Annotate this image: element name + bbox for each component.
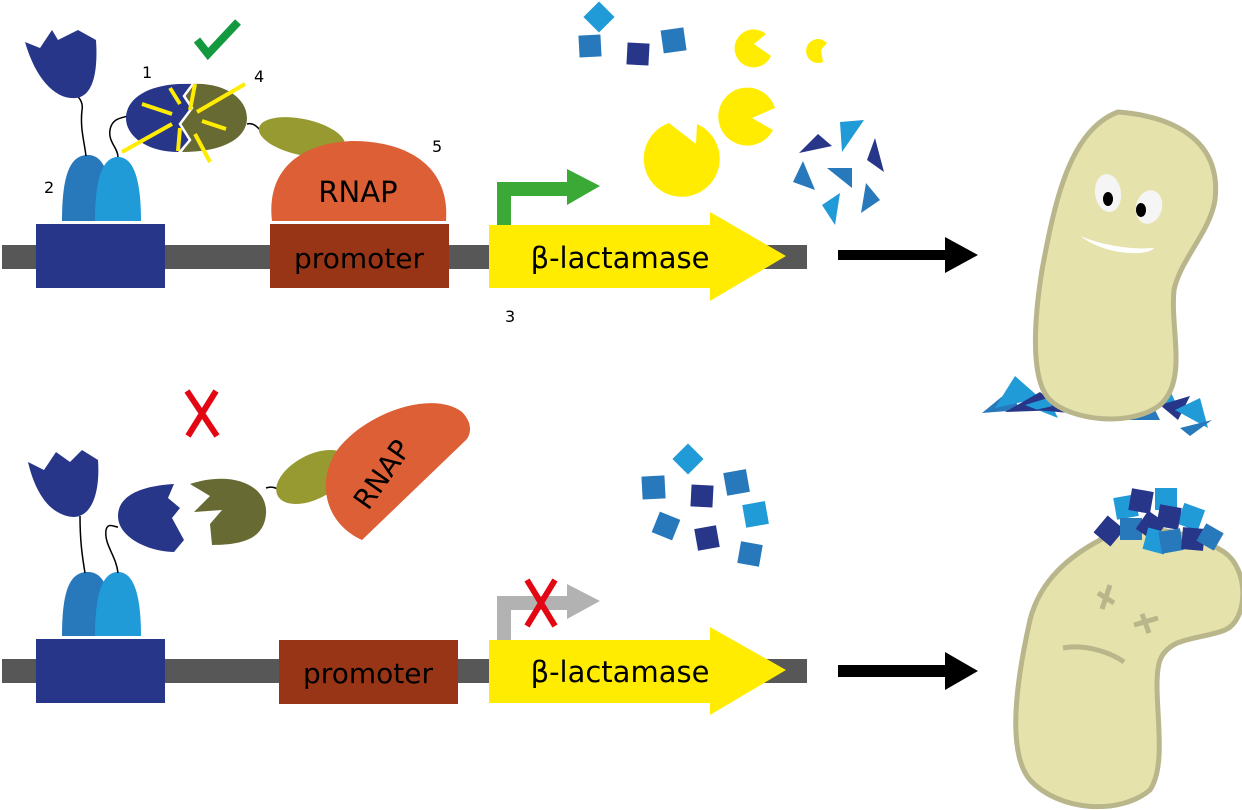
linker-1-bottom — [79, 515, 86, 574]
promoter-label-bottom: promoter — [303, 657, 433, 690]
enzyme-pacman — [734, 29, 771, 68]
happy-bacterium — [1033, 109, 1219, 422]
gene-arrow-bottom — [489, 627, 786, 715]
label-2: 2 — [44, 178, 54, 197]
label-3: 3 — [505, 307, 515, 326]
molecule-square — [583, 1, 615, 33]
label-1: 1 — [142, 63, 152, 82]
transcription-cross-icon — [524, 578, 558, 628]
receptor-domain-top — [25, 30, 97, 99]
molecule-square — [660, 27, 687, 54]
binding-domain-right-top — [95, 157, 141, 221]
linker-2-top — [109, 115, 129, 158]
rnap-bottom — [325, 403, 470, 540]
bottom-panel: RNAP promoter β-lactamase — [2, 389, 1242, 810]
promoter-bottom — [279, 640, 458, 704]
enzyme-pacman — [806, 39, 827, 64]
gene-label-bottom: β-lactamase — [531, 655, 710, 689]
fragment-triangle — [799, 134, 832, 153]
label-4: 4 — [254, 67, 264, 86]
checkmark-icon — [193, 19, 241, 61]
label-5: 5 — [432, 137, 442, 156]
promoter-top — [270, 224, 449, 288]
result-arrow-bottom — [838, 652, 978, 690]
cross-icon — [184, 389, 220, 438]
rnap-top — [271, 141, 447, 221]
dead-bacterium — [1013, 526, 1242, 810]
fragment-triangle — [822, 193, 840, 225]
antibiotic-pile-bottom — [1093, 488, 1224, 555]
bacterium-body-happy — [1033, 109, 1219, 422]
enzyme-pacman — [643, 123, 720, 197]
promoter-label-top: promoter — [294, 242, 424, 275]
dimer-complex — [121, 82, 263, 163]
gene-label-top: β-lactamase — [531, 241, 710, 275]
linker-2-bottom — [105, 524, 119, 574]
fragment-triangle — [867, 138, 884, 172]
transcription-arrow-active — [497, 169, 600, 228]
linker-1-top — [76, 95, 87, 157]
fragment-triangle — [840, 120, 864, 152]
frown — [1062, 644, 1126, 665]
fragment-triangle — [793, 161, 815, 190]
fragment-triangle — [827, 168, 852, 188]
smile — [1080, 236, 1154, 254]
operator-block-bottom — [36, 639, 165, 703]
sensor-half-navy — [126, 83, 192, 152]
sensor-half-olive-open — [190, 478, 267, 545]
molecule-square — [626, 42, 650, 66]
transcription-arrow-blocked — [497, 584, 600, 640]
degraded-antibiotic-top — [793, 120, 884, 225]
antibiotic-molecules-top — [578, 1, 687, 66]
sensor-half-navy-open — [118, 484, 184, 552]
operator-block-top — [36, 224, 165, 288]
beta-lactamase-enzymes — [643, 29, 827, 197]
antibiotic-molecules-bottom — [641, 443, 769, 567]
pupil — [1103, 192, 1113, 206]
interaction-rays — [121, 82, 247, 163]
fragment-triangle — [861, 183, 880, 213]
x-eyes — [1096, 584, 1159, 634]
pupil — [1136, 203, 1146, 217]
gene-arrow-top — [489, 212, 786, 301]
result-arrow-top — [838, 237, 978, 273]
receptor-domain-bottom — [28, 450, 99, 517]
molecule-square — [578, 34, 602, 58]
bacterium-body-dead — [1013, 526, 1242, 810]
enzyme-pacman — [718, 87, 775, 146]
top-panel: RNAP promoter β-lactamase 1 2 3 4 5 — [2, 1, 1219, 436]
binding-domain-right-bottom — [95, 572, 141, 636]
interaction-crack — [178, 83, 194, 153]
rnap-label-top: RNAP — [318, 175, 397, 209]
